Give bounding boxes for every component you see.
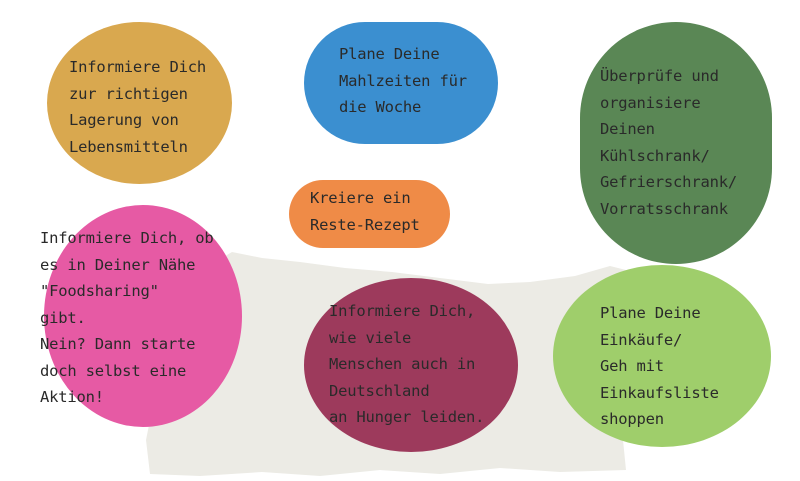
bubble-foodsharing (44, 205, 242, 427)
bubble-kuehlschrank (580, 22, 772, 264)
text-line: es in Deiner Nähe (40, 255, 196, 274)
text-line: "Foodsharing" (40, 282, 159, 300)
bubble-lagerung-text: Informiere Dich zur richtigen Lagerung v… (69, 54, 206, 160)
bubble-hunger (304, 278, 518, 452)
text-line: organisiere (600, 93, 701, 112)
bubble-mahlzeiten-text: Plane Deine Mahlzeiten für die Woche (339, 41, 467, 121)
bubble-reste-rezept (289, 180, 450, 248)
text-line: Kreiere ein (310, 189, 411, 207)
text-line: an Hunger leiden. (329, 408, 485, 426)
text-line: Informiere Dich (69, 58, 206, 76)
text-line: gibt. (40, 308, 86, 327)
text-line: die Woche (339, 98, 422, 116)
bubble-einkauf-text: Plane Deine Einkäufe/ Geh mit Einkaufsli… (600, 300, 719, 433)
text-line: Mahlzeiten für (339, 71, 467, 90)
text-line: wie viele (329, 328, 412, 347)
text-line: shoppen (600, 410, 664, 428)
text-line: Menschen auch in (329, 355, 476, 373)
text-line: Einkäufe/ (600, 330, 683, 349)
text-line: Lebensmitteln (69, 137, 188, 156)
bubble-hunger-text: Informiere Dich, wie viele Menschen auch… (329, 298, 484, 431)
text-line: Plane Deine (600, 304, 701, 322)
text-line: Vorratsschrank (600, 199, 728, 218)
bubble-reste-rezept-text: Kreiere ein Reste-Rezept (310, 185, 420, 238)
text-line: Geh mit (600, 357, 664, 375)
text-line: zur richtigen (69, 84, 188, 103)
bubble-kuehlschrank-text: Überprüfe und organisiere Deinen Kühlsch… (600, 63, 737, 222)
text-line: Nein? Dann starte (40, 335, 196, 353)
text-line: Plane Deine (339, 45, 440, 63)
text-line: Aktion! (40, 388, 104, 406)
text-line: Deutschland (329, 381, 430, 400)
text-line: Kühlschrank/ (600, 146, 710, 165)
text-line: Informiere Dich, ob (40, 229, 214, 247)
text-line: Gefrierschrank/ (600, 173, 737, 191)
bubble-einkauf (553, 265, 771, 447)
text-line: Lagerung von (69, 111, 179, 129)
text-line: doch selbst eine (40, 361, 187, 380)
bubble-lagerung (47, 22, 232, 184)
text-line: Deinen (600, 120, 655, 138)
bubble-mahlzeiten (304, 22, 498, 144)
text-line: Einkaufsliste (600, 383, 719, 402)
text-line: Informiere Dich, (329, 302, 476, 320)
text-line: Reste-Rezept (310, 215, 420, 234)
text-line: Überprüfe und (600, 67, 719, 85)
bubble-foodsharing-text: Informiere Dich, ob es in Deiner Nähe "F… (40, 225, 214, 411)
